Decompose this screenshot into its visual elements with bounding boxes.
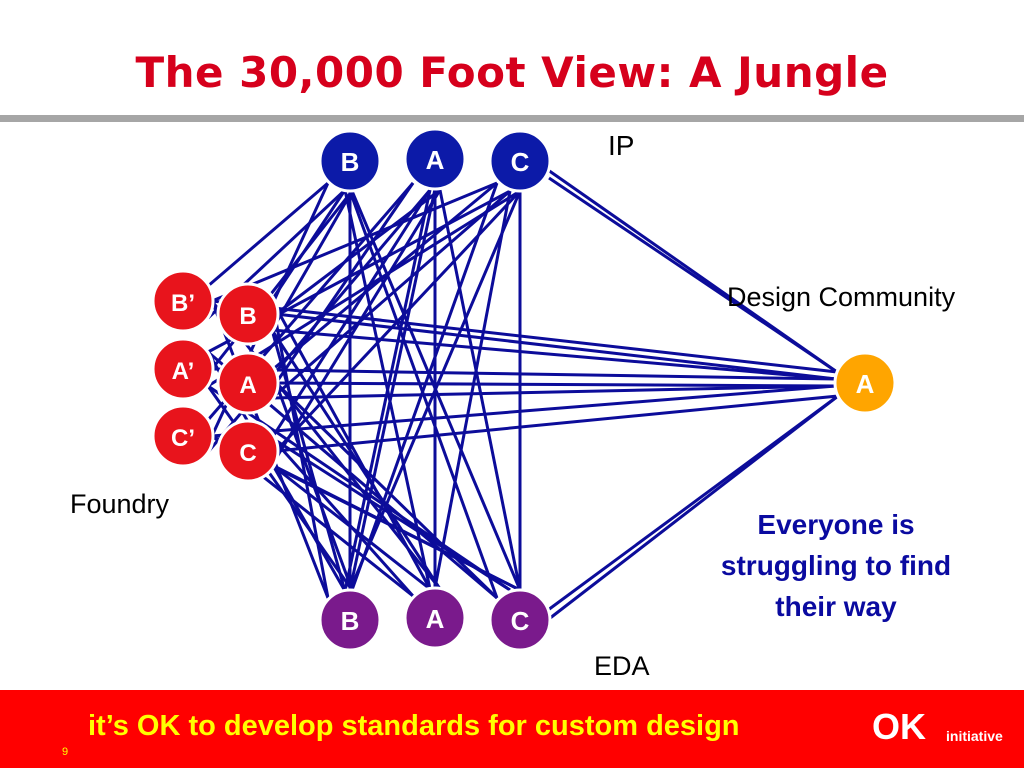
foundry-node-b: B [216, 282, 280, 346]
node-label: B [341, 147, 360, 177]
callout-line-2: struggling to find [721, 550, 951, 581]
node-label: C [511, 147, 530, 177]
foundry-group-label: Foundry [70, 489, 170, 519]
eda-node-a: A [403, 586, 467, 650]
eda-node-c: C [488, 588, 552, 652]
ip-node-a: A [403, 127, 467, 191]
callout-line-3: their way [775, 591, 897, 622]
connection-edge [548, 176, 838, 374]
foundry-node-c: C [216, 419, 280, 483]
connection-edge [271, 189, 511, 400]
node-label: B’ [171, 290, 195, 317]
ok-initiative-logo: OK [872, 706, 926, 747]
connection-edge [270, 437, 415, 597]
connection-edge [207, 384, 511, 592]
connection-edge [271, 384, 837, 400]
connection-edge [207, 189, 521, 388]
network-diagram: B A C B’ A’ C’ B A [70, 127, 956, 681]
page-number: 9 [62, 746, 69, 758]
node-label: A [426, 145, 445, 175]
foundry-node-b-prime: B’ [151, 269, 215, 333]
connection-edge [211, 384, 837, 438]
node-label: C [239, 440, 256, 467]
connection-edge [206, 385, 354, 591]
title-divider [0, 115, 1024, 122]
connection-edge [271, 328, 837, 381]
connection-edge [343, 189, 432, 592]
connection-edge [275, 394, 839, 453]
slide-title: The 30,000 Foot View: A Jungle [135, 48, 889, 97]
ip-group-label: IP [608, 130, 634, 161]
eda-group-label: EDA [594, 651, 650, 681]
connection-edge [211, 367, 837, 381]
callout-line-1: Everyone is [757, 509, 914, 540]
connection-edge [207, 181, 329, 288]
foundry-node-a-prime: A’ [151, 337, 215, 401]
ok-initiative-logo-subtext: initiative [946, 728, 1003, 744]
foundry-node-c-prime: C’ [151, 404, 215, 468]
connection-edge [211, 299, 838, 374]
node-label: A [426, 604, 445, 634]
ip-node-c: C [488, 129, 552, 193]
connection-edge [275, 312, 837, 381]
node-label: A [856, 369, 875, 399]
node-label: A’ [172, 358, 195, 385]
connection-edge [275, 381, 837, 388]
node-label: A [239, 372, 256, 399]
connection-edge [270, 189, 442, 466]
foundry-node-a: A [216, 351, 280, 415]
eda-node-b: B [318, 588, 382, 652]
footer-tagline: it’s OK to develop standards for custom … [88, 710, 740, 742]
connection-edge [544, 394, 839, 624]
node-label: C [511, 606, 530, 636]
footer-band: it’s OK to develop standards for custom … [0, 690, 1024, 768]
ip-node-b: B [318, 129, 382, 193]
connection-edge [433, 190, 512, 589]
connection-edge [211, 181, 498, 303]
connection-edge [438, 189, 522, 591]
node-label: B [341, 606, 360, 636]
design-community-group-label: Design Community [727, 282, 956, 312]
node-label: C’ [171, 425, 195, 452]
design-community-node-a: A [833, 351, 897, 415]
connection-edge [348, 188, 437, 591]
node-label: B [239, 303, 256, 330]
connection-edge [350, 182, 499, 591]
connection-edge [274, 182, 415, 384]
